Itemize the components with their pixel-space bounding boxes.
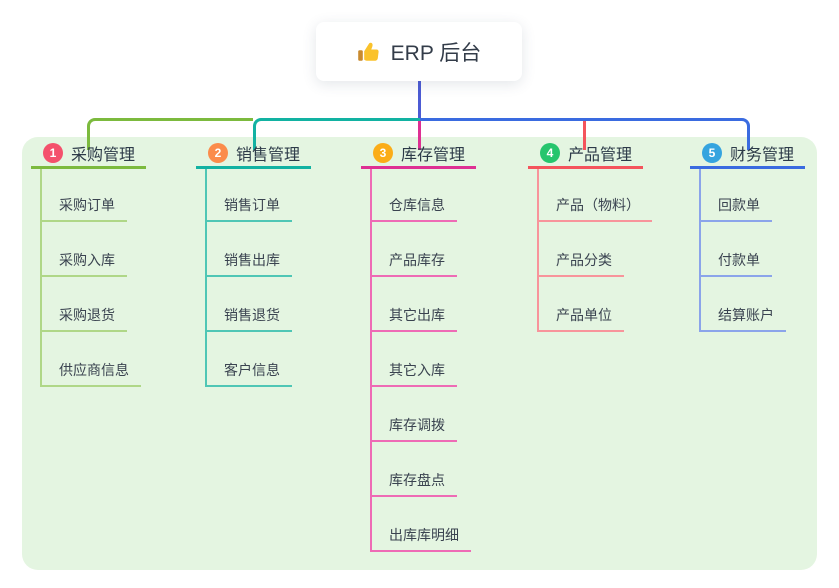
branch-children: 仓库信息 产品库存 其它出库 其它入库 库存调拨 库存盘点 出库库明细: [370, 169, 476, 552]
branch-label: 财务管理: [730, 146, 795, 164]
branch-label: 采购管理: [71, 146, 136, 164]
thumbs-up-icon: [357, 40, 381, 64]
root-connector-line: [418, 81, 421, 119]
child-node[interactable]: 仓库信息: [372, 196, 457, 222]
child-node[interactable]: 回款单: [701, 196, 772, 222]
child-node[interactable]: 库存调拨: [372, 416, 457, 442]
child-node[interactable]: 销售退货: [207, 306, 292, 332]
branch-children: 产品（物料） 产品分类 产品单位: [537, 169, 652, 332]
branch-header-inventory[interactable]: 3 库存管理: [361, 142, 476, 169]
branch-header-product[interactable]: 4 产品管理: [528, 142, 643, 169]
branch-label: 产品管理: [568, 146, 633, 164]
root-title: ERP 后台: [390, 41, 482, 65]
branch-badge: 4: [540, 142, 560, 163]
branch-5-connector-line: [420, 118, 750, 150]
child-node[interactable]: 产品库存: [372, 251, 457, 277]
child-node[interactable]: 出库库明细: [372, 526, 471, 552]
branch-inventory: 3 库存管理 仓库信息 产品库存 其它出库 其它入库 库存调拨 库存盘点 出库库…: [361, 142, 476, 552]
branch-sales: 2 销售管理 销售订单 销售出库 销售退货 客户信息: [196, 142, 311, 387]
child-node[interactable]: 客户信息: [207, 361, 292, 387]
branch-header-purchase[interactable]: 1 采购管理: [31, 142, 146, 169]
child-node[interactable]: 销售订单: [207, 196, 292, 222]
branch-purchase: 1 采购管理 采购订单 采购入库 采购退货 供应商信息: [31, 142, 146, 387]
branch-header-finance[interactable]: 5 财务管理: [690, 142, 805, 169]
branch-header-sales[interactable]: 2 销售管理: [196, 142, 311, 169]
child-node[interactable]: 产品（物料）: [539, 196, 652, 222]
branch-finance: 5 财务管理 回款单 付款单 结算账户: [690, 142, 805, 332]
child-node[interactable]: 采购订单: [42, 196, 127, 222]
child-node[interactable]: 付款单: [701, 251, 772, 277]
child-node[interactable]: 采购退货: [42, 306, 127, 332]
child-node[interactable]: 产品分类: [539, 251, 624, 277]
child-node[interactable]: 采购入库: [42, 251, 127, 277]
branch-children: 回款单 付款单 结算账户: [699, 169, 805, 332]
branch-1-connector-line: [87, 118, 253, 150]
child-node[interactable]: 库存盘点: [372, 471, 457, 497]
branch-badge: 1: [43, 142, 63, 163]
child-node[interactable]: 供应商信息: [42, 361, 141, 387]
child-node[interactable]: 产品单位: [539, 306, 624, 332]
branch-badge: 3: [373, 142, 393, 163]
child-node[interactable]: 其它出库: [372, 306, 457, 332]
child-node[interactable]: 其它入库: [372, 361, 457, 387]
mindmap-panel: [22, 137, 817, 570]
child-node[interactable]: 结算账户: [701, 306, 786, 332]
branch-label: 销售管理: [236, 146, 301, 164]
child-node[interactable]: 销售出库: [207, 251, 292, 277]
branch-2-connector-line: [253, 118, 420, 150]
root-node[interactable]: ERP 后台: [316, 22, 522, 81]
branch-badge: 5: [702, 142, 722, 163]
branch-product: 4 产品管理 产品（物料） 产品分类 产品单位: [528, 142, 652, 332]
branch-children: 采购订单 采购入库 采购退货 供应商信息: [40, 169, 146, 387]
branch-label: 库存管理: [401, 146, 466, 164]
branch-3-connector-line: [418, 121, 421, 150]
branch-badge: 2: [208, 142, 228, 163]
branch-4-connector-line: [583, 119, 586, 150]
branch-children: 销售订单 销售出库 销售退货 客户信息: [205, 169, 311, 387]
